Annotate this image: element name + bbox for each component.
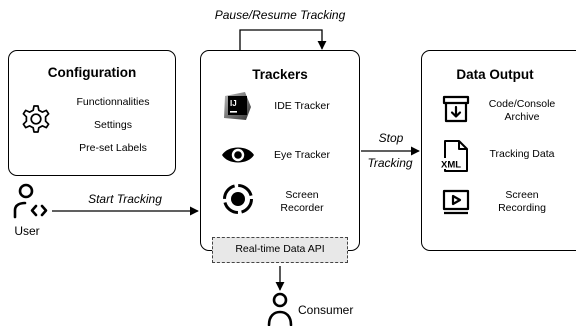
tracker-label-screen-recorder: Screen Recorder	[280, 189, 324, 214]
tracker-label-ide: IDE Tracker	[274, 100, 330, 112]
config-item-functionnalities: Functionnalities	[76, 96, 150, 108]
data-output-box: Data Output	[421, 50, 576, 251]
tracker-label-eye: Eye Tracker	[273, 149, 331, 161]
configuration-box: Configuration Functionnalities Settings …	[8, 50, 176, 176]
consumer-label: Consumer	[298, 303, 354, 317]
realtime-data-api-box: Real-time Data API	[212, 237, 348, 263]
intellij-icon: IJ	[224, 92, 251, 120]
trackers-title: Trackers	[252, 67, 308, 82]
pause-resume-loop-arrow	[239, 29, 327, 50]
config-item-settings: Settings	[94, 119, 132, 131]
configuration-title: Configuration	[47, 65, 137, 80]
user-label: User	[14, 224, 40, 238]
output-label-screen-recording: Screen Recording	[498, 189, 546, 214]
consumer-icon	[267, 292, 293, 326]
start-tracking-label: Start Tracking	[88, 192, 162, 206]
xml-file-icon: XML	[440, 140, 468, 172]
user-icon	[13, 183, 48, 219]
output-label-tracking-data: Tracking Data	[489, 148, 555, 160]
stop-label: Stop	[378, 131, 404, 145]
data-output-title: Data Output	[456, 67, 534, 82]
svg-text:XML: XML	[441, 160, 461, 171]
svg-text:IJ: IJ	[230, 99, 237, 108]
eye-icon	[222, 147, 254, 163]
pause-resume-label: Pause/Resume Tracking	[214, 8, 346, 22]
config-item-preset-labels: Pre-set Labels	[79, 142, 147, 154]
record-icon	[223, 184, 253, 214]
stop-tracking-label: Tracking	[367, 156, 413, 170]
gear-icon	[22, 105, 50, 133]
output-label-archive: Code/Console Archive	[488, 98, 556, 123]
archive-download-icon	[442, 95, 470, 123]
video-play-icon	[442, 189, 470, 215]
